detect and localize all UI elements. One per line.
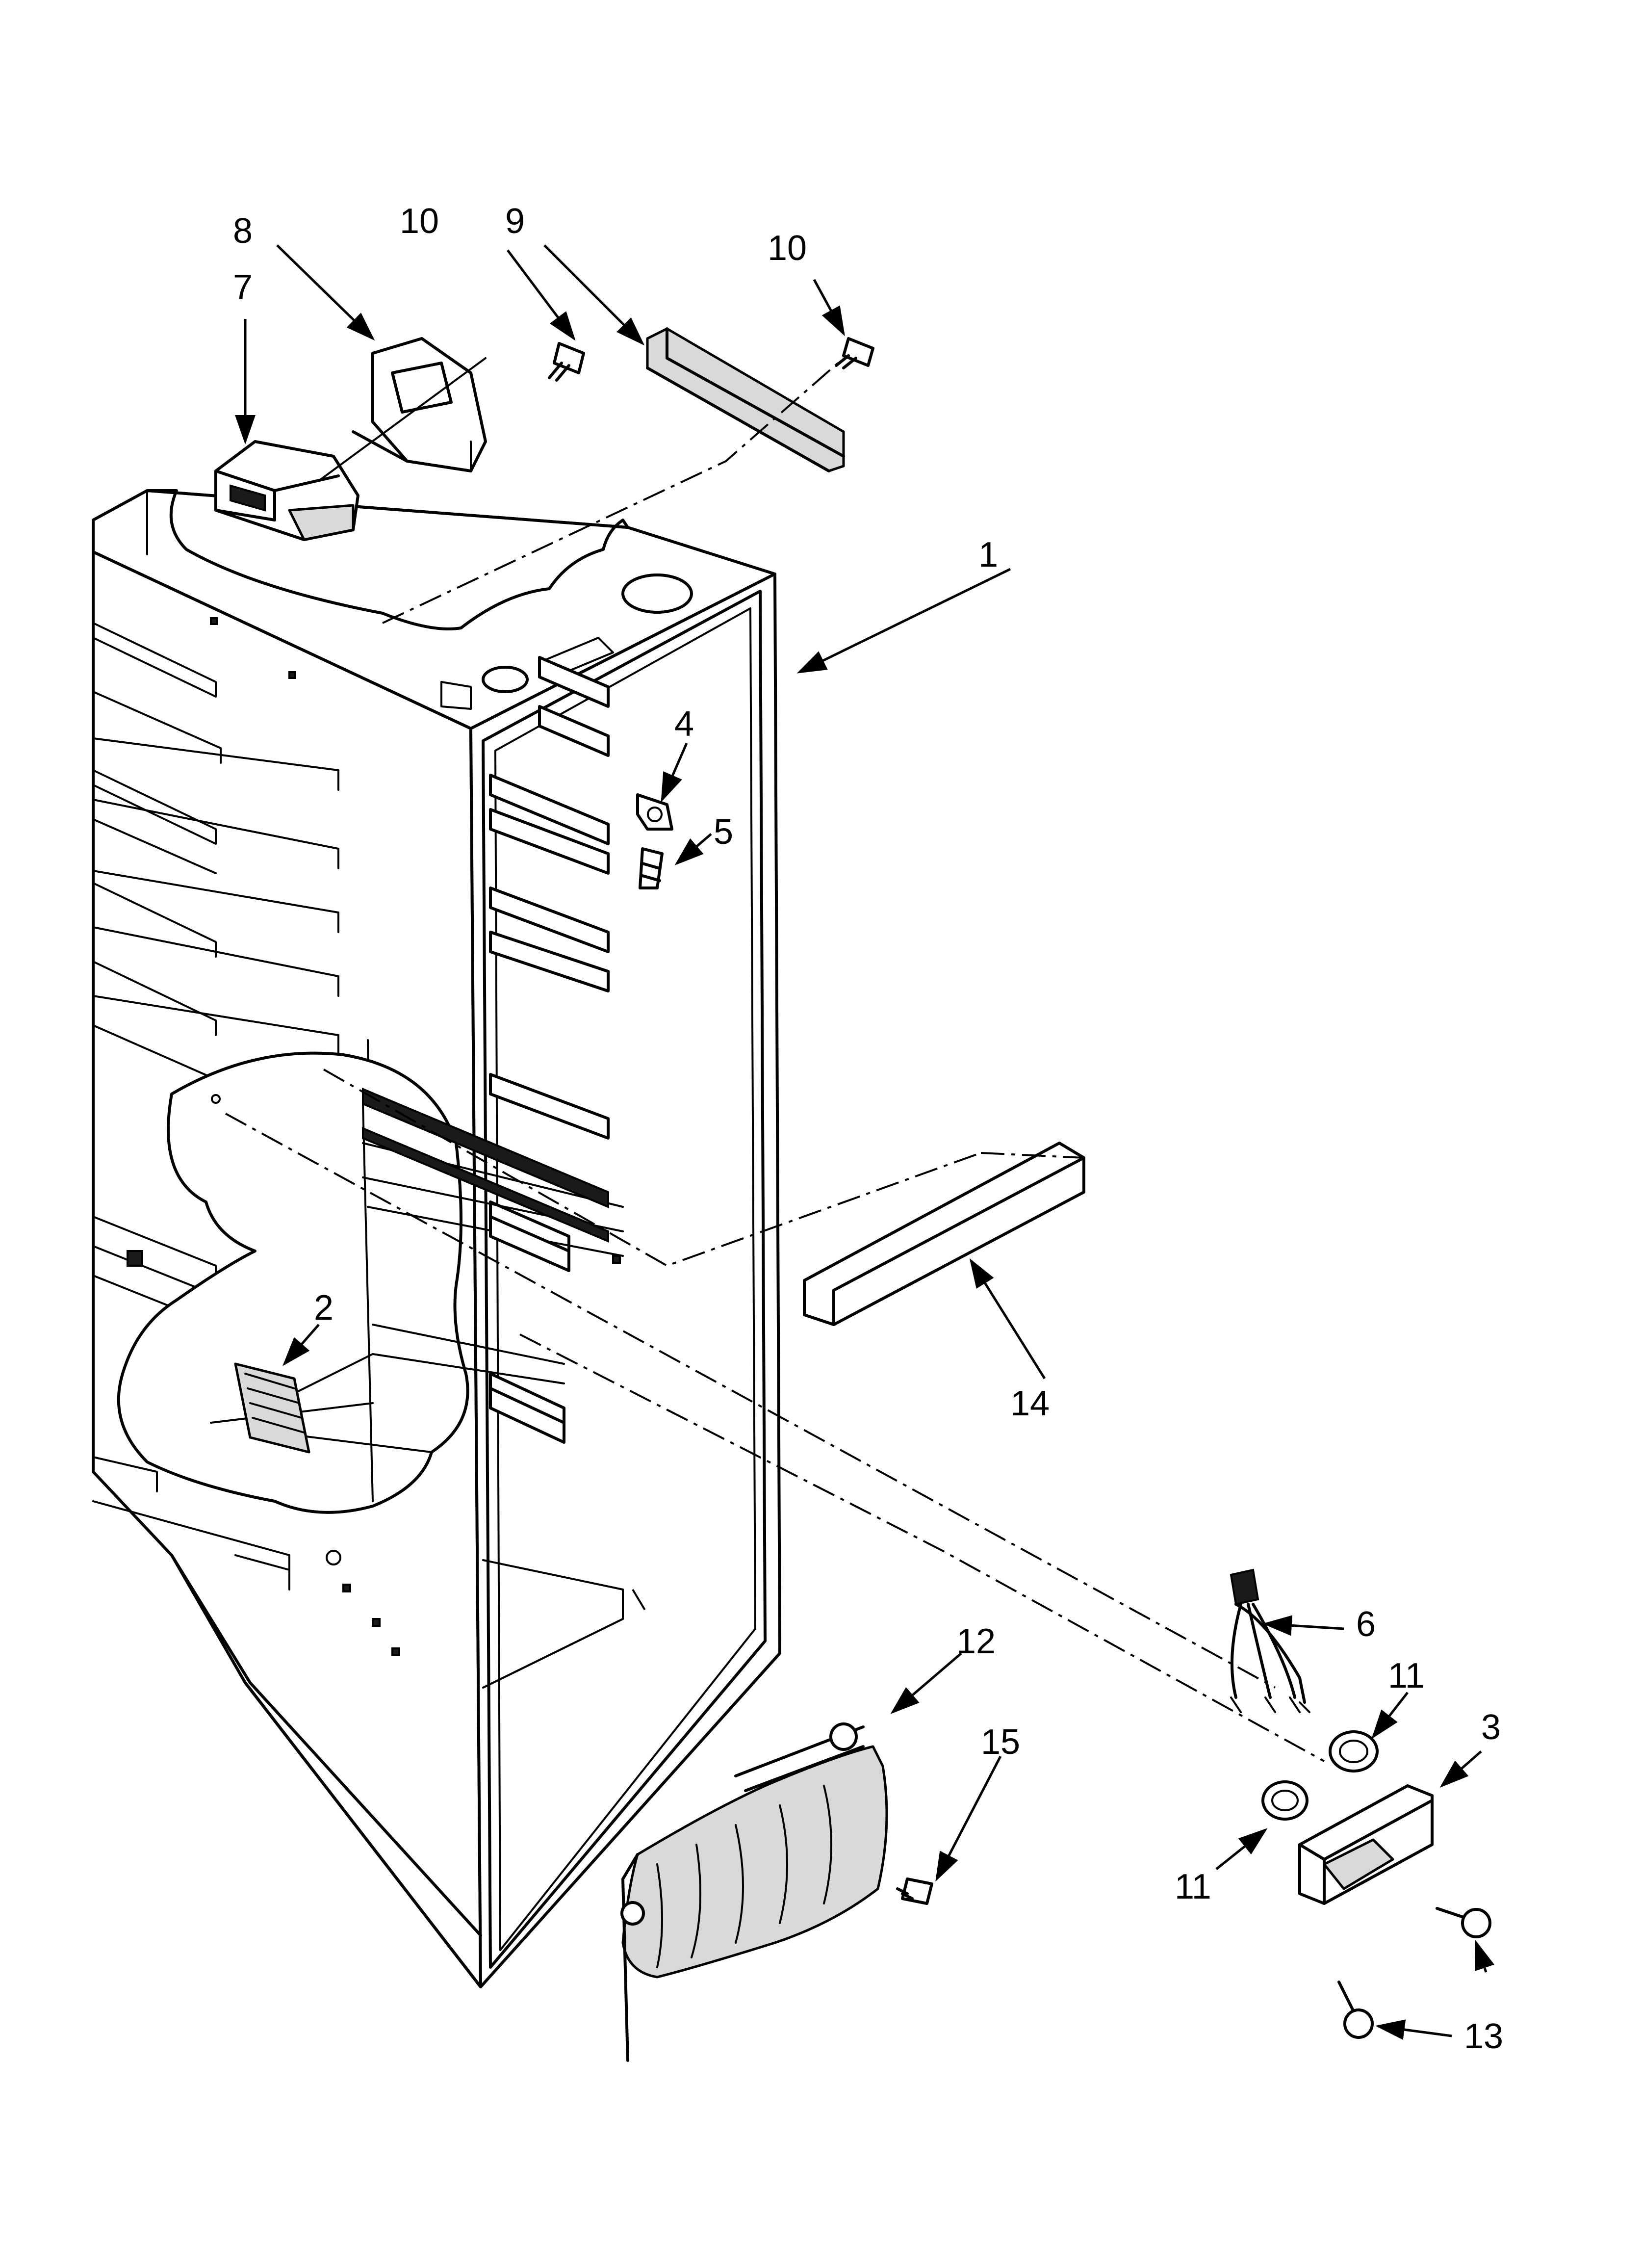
callout-4: 4 — [674, 704, 694, 744]
screw-part-5 — [639, 847, 664, 889]
screw-part-10-right — [835, 337, 874, 369]
bracket-part-8 — [318, 337, 487, 482]
leader-arrows — [235, 244, 1494, 2040]
control-housing-part-7 — [214, 440, 359, 541]
pin-part-13-lower — [1337, 1981, 1374, 2039]
callout-8: 8 — [233, 211, 253, 251]
callout-7: 7 — [233, 268, 253, 307]
cover-part-14 — [803, 1142, 1085, 1326]
callout-15: 15 — [981, 1722, 1020, 1762]
pin-part-13-right — [1436, 1907, 1491, 1938]
callout-labels: 1 2 3 4 5 6 7 8 9 10 10 11 11 12 13 14 1… — [233, 202, 1503, 2056]
cover-part-3 — [1298, 1784, 1434, 1905]
callout-11-left: 11 — [1175, 1867, 1211, 1906]
assembly-lines — [225, 357, 1325, 1762]
callout-6: 6 — [1356, 1605, 1376, 1644]
callout-13: 13 — [1464, 2017, 1503, 2056]
callout-10-right: 10 — [768, 229, 807, 268]
screw-part-15 — [896, 1877, 933, 1905]
screw-part-10-left — [548, 342, 585, 382]
callout-14: 14 — [1010, 1384, 1050, 1423]
clip-part-4 — [636, 793, 673, 831]
vent-part-2 — [234, 1362, 310, 1454]
callout-12: 12 — [956, 1622, 996, 1661]
grommet-part-11-left — [1261, 1780, 1308, 1821]
callout-3: 3 — [1481, 1708, 1501, 1747]
callout-1: 1 — [978, 535, 998, 574]
callout-10-left: 10 — [400, 202, 439, 241]
callout-2: 2 — [314, 1288, 334, 1328]
callout-5: 5 — [714, 812, 733, 852]
channel-part-9 — [646, 327, 845, 472]
callout-9: 9 — [505, 202, 525, 241]
liner-part-1 — [92, 489, 781, 1988]
callout-11-right: 11 — [1388, 1656, 1425, 1695]
evaporator-part-12 — [620, 1722, 888, 2062]
grommet-part-11-right — [1329, 1730, 1379, 1773]
wire-harness-part-6 — [1230, 1568, 1310, 1713]
